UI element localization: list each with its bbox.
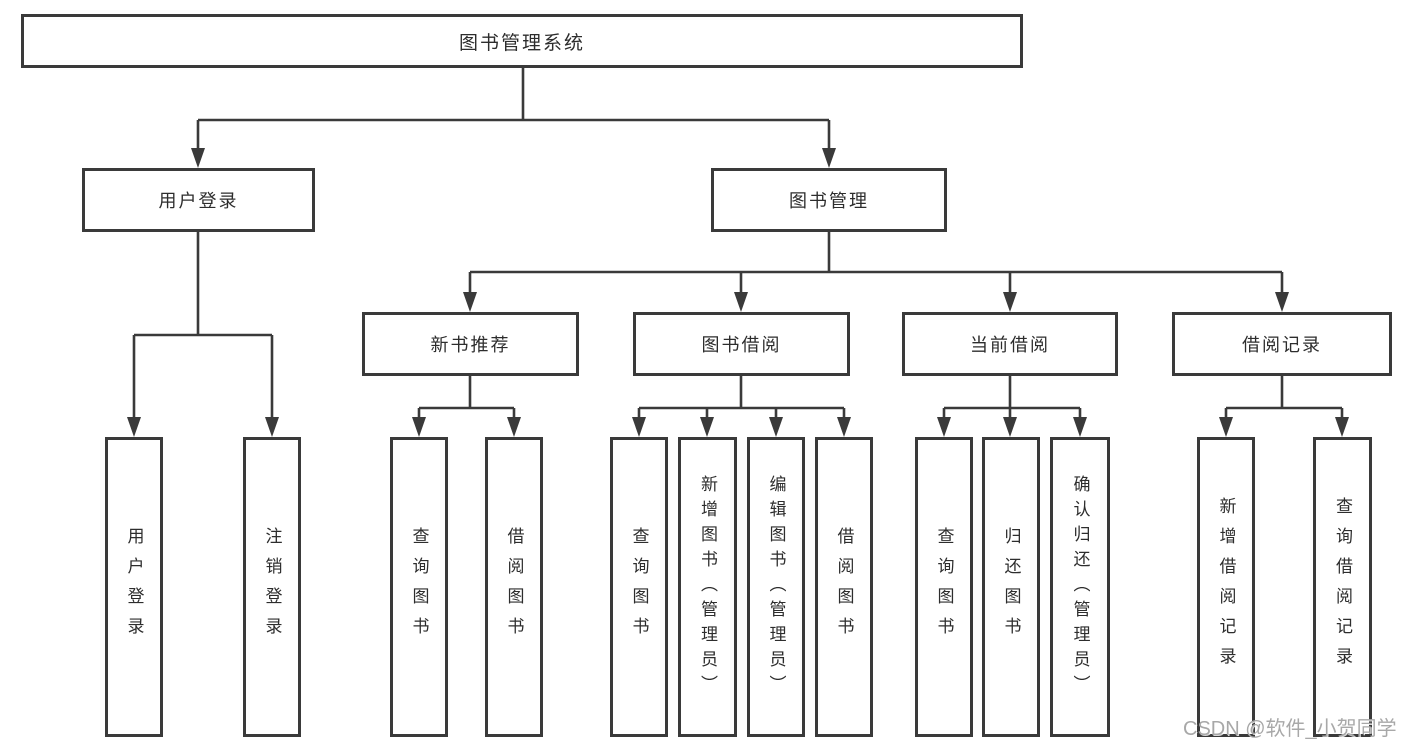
- leaf-borrow-book-recommend: 借阅图书: [485, 437, 543, 737]
- node-current-borrow: 当前借阅: [902, 312, 1118, 376]
- leaf-edit-book-admin-label: 编辑图书（管理员）: [766, 474, 786, 700]
- leaf-query-book-recommend-label: 查询图书: [409, 527, 429, 647]
- arrowheads: [127, 148, 1349, 437]
- leaf-query-borrow-record-label: 查询借阅记录: [1333, 497, 1352, 677]
- leaf-user-login: 用户登录: [105, 437, 163, 737]
- leaf-borrow-book-label: 借阅图书: [834, 527, 854, 647]
- node-borrow-record-label: 借阅记录: [1242, 335, 1322, 355]
- node-new-book-recommend-label: 新书推荐: [430, 335, 511, 355]
- leaf-confirm-return-admin: 确认归还（管理员）: [1050, 437, 1110, 737]
- leaf-return-book-label: 归还图书: [1001, 527, 1021, 647]
- leaf-confirm-return-admin-label: 确认归还（管理员）: [1070, 474, 1090, 700]
- leaf-edit-book-admin: 编辑图书（管理员）: [747, 437, 805, 737]
- node-book-management: 图书管理: [711, 168, 947, 232]
- leaf-query-book: 查询图书: [610, 437, 668, 737]
- node-book-borrow: 图书借阅: [633, 312, 850, 376]
- csdn-watermark: CSDN @软件_小贺同学: [1183, 718, 1397, 740]
- leaf-user-login-label: 用户登录: [124, 527, 144, 647]
- node-book-borrow-label: 图书借阅: [701, 335, 782, 355]
- leaf-return-book: 归还图书: [982, 437, 1040, 737]
- leaf-borrow-book: 借阅图书: [815, 437, 873, 737]
- node-user-login-label: 用户登录: [158, 191, 239, 211]
- node-new-book-recommend: 新书推荐: [362, 312, 579, 376]
- leaf-add-borrow-record-label: 新增借阅记录: [1216, 497, 1236, 677]
- node-user-login: 用户登录: [82, 168, 315, 232]
- node-root-label: 图书管理系统: [458, 32, 585, 54]
- leaf-query-current: 查询图书: [915, 437, 973, 737]
- leaf-logout-label: 注销登录: [262, 527, 282, 647]
- leaf-logout: 注销登录: [243, 437, 301, 737]
- node-book-management-label: 图书管理: [789, 191, 869, 211]
- leaf-query-borrow-record: 查询借阅记录: [1313, 437, 1372, 737]
- leaf-add-book-admin: 新增图书（管理员）: [678, 437, 737, 737]
- node-root: 图书管理系统: [21, 14, 1023, 68]
- leaf-add-book-admin-label: 新增图书（管理员）: [698, 474, 717, 700]
- node-borrow-record: 借阅记录: [1172, 312, 1392, 376]
- leaf-query-current-label: 查询图书: [934, 527, 954, 647]
- leaf-borrow-book-recommend-label: 借阅图书: [504, 527, 524, 647]
- leaf-query-book-recommend: 查询图书: [390, 437, 448, 737]
- node-current-borrow-label: 当前借阅: [970, 335, 1050, 355]
- leaf-query-book-label: 查询图书: [629, 527, 649, 647]
- leaf-add-borrow-record: 新增借阅记录: [1197, 437, 1255, 737]
